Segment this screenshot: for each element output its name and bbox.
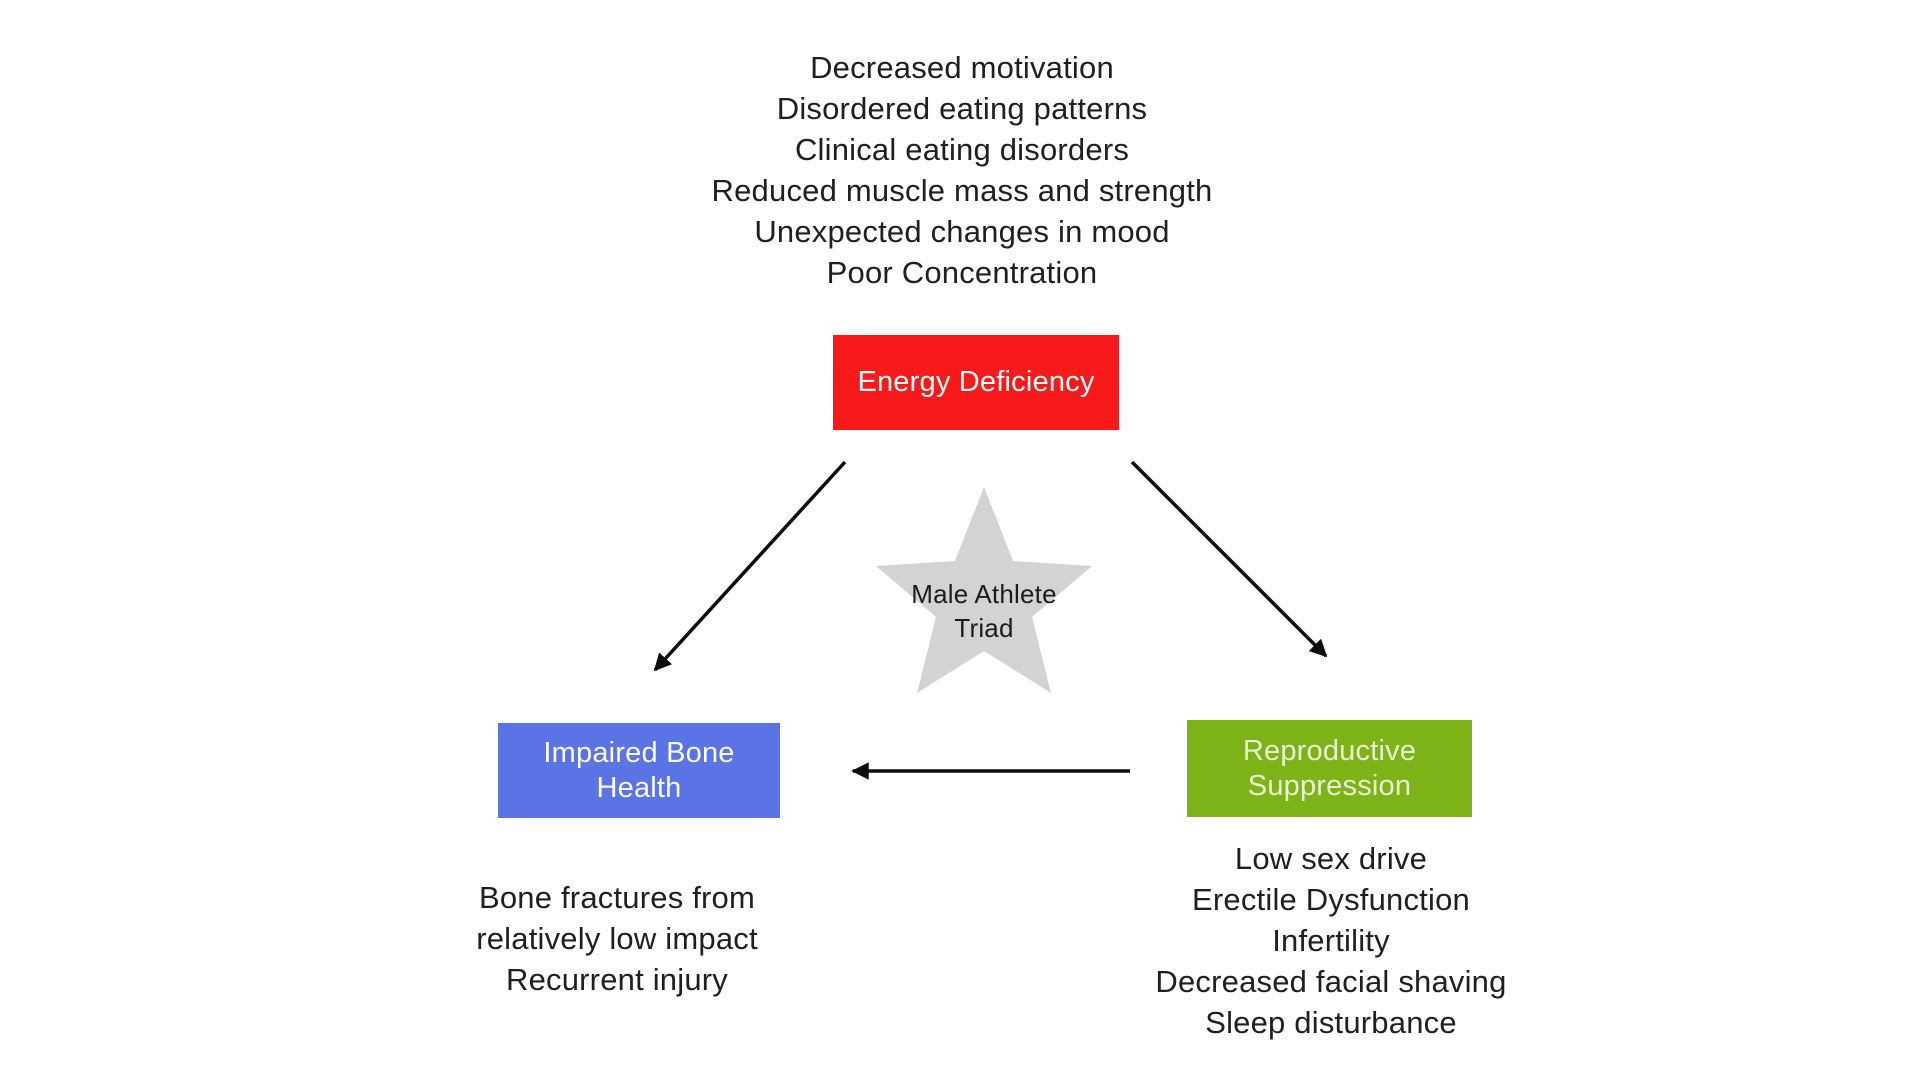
symptom-line: Low sex drive bbox=[1234, 841, 1428, 876]
impaired-bone-health-label-line: Impaired Bone bbox=[543, 736, 735, 769]
triad-star bbox=[876, 487, 1092, 693]
repro-symptoms-list: Low sex drive Erectile Dysfunction Infer… bbox=[1081, 838, 1581, 1043]
symptom-line: Recurrent injury bbox=[505, 962, 728, 997]
symptom-line: Unexpected changes in mood bbox=[754, 214, 1170, 249]
symptom-line: Infertility bbox=[1272, 923, 1390, 958]
impaired-bone-health-label-line: Health bbox=[596, 771, 682, 804]
symptom-line: Clinical eating disorders bbox=[794, 132, 1130, 167]
symptom-line: Poor Concentration bbox=[826, 255, 1098, 290]
symptom-line: relatively low impact bbox=[476, 921, 758, 956]
bone-symptoms-list: Bone fractures from relatively low impac… bbox=[367, 877, 867, 1000]
triad-star-label-line: Triad bbox=[954, 613, 1014, 643]
symptom-line: Erectile Dysfunction bbox=[1192, 882, 1470, 917]
reproductive-suppression-label-line: Reproductive bbox=[1242, 734, 1417, 767]
triad-star-label: Male Athlete Triad bbox=[834, 577, 1134, 645]
symptom-line: Decreased motivation bbox=[810, 50, 1114, 85]
triad-star-label-line: Male Athlete bbox=[911, 579, 1057, 609]
energy-deficiency-box: Energy Deficiency bbox=[833, 335, 1119, 430]
energy-symptoms-list: Decreased motivation Disordered eating p… bbox=[512, 47, 1412, 293]
symptom-line: Decreased facial shaving bbox=[1155, 964, 1507, 999]
reproductive-suppression-box: Reproductive Suppression bbox=[1187, 720, 1472, 817]
symptom-line: Bone fractures from bbox=[478, 880, 756, 915]
arrow-energy-to-bone bbox=[653, 460, 847, 672]
reproductive-suppression-label-line: Suppression bbox=[1247, 769, 1412, 802]
symptom-line: Disordered eating patterns bbox=[776, 91, 1148, 126]
impaired-bone-health-box: Impaired Bone Health bbox=[498, 723, 780, 818]
energy-deficiency-label: Energy Deficiency bbox=[857, 366, 1095, 398]
symptom-line: Sleep disturbance bbox=[1205, 1005, 1457, 1040]
arrow-energy-to-repro bbox=[1130, 460, 1328, 658]
symptom-line: Reduced muscle mass and strength bbox=[711, 173, 1213, 208]
